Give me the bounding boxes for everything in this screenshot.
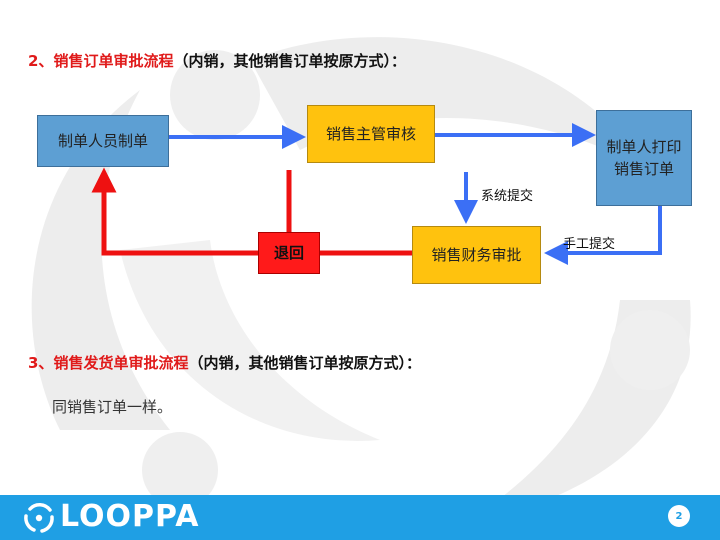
section-heading-sales-order: 2、销售订单审批流程（内销，其他销售订单按原方式）： <box>28 50 406 71</box>
node-label: 退回 <box>273 243 304 262</box>
node-staff-create-order: 制单人员制单 <box>37 115 169 167</box>
node-label-line2: 销售订单 <box>613 160 674 178</box>
section-note: （内销，其他销售订单按原方式）： <box>173 52 406 70</box>
node-supervisor-review: 销售主管审核 <box>307 105 435 163</box>
label-manual-submit: 手工提交 <box>563 237 616 252</box>
node-label-line1: 制单人打印 <box>606 137 682 156</box>
label-system-submit: 系统提交 <box>481 189 534 204</box>
logo-mark-icon <box>24 503 54 533</box>
section-note: （内销，其他销售订单按原方式）： <box>188 354 421 372</box>
logo-text: LOOPPA <box>60 499 200 534</box>
section-heading-delivery-order: 3、销售发货单审批流程（内销，其他销售订单按原方式）： <box>28 352 421 373</box>
section-number: 3、 <box>28 354 54 372</box>
node-label: 制单人员制单 <box>57 131 148 150</box>
arrow-print-to-finance <box>544 206 662 265</box>
node-label: 销售财务审批 <box>431 245 522 264</box>
node-print-order: 制单人打印销售订单 <box>596 110 692 206</box>
section-number: 2、 <box>28 52 54 70</box>
section-body: 同销售订单一样。 <box>52 398 173 416</box>
footer-bar: LOOPPA 2 <box>0 495 720 540</box>
section-title: 销售订单审批流程 <box>53 52 174 70</box>
node-finance-approval: 销售财务审批 <box>412 226 541 284</box>
page-number-badge: 2 <box>668 505 690 527</box>
node-reject: 退回 <box>258 232 320 274</box>
node-label: 制单人打印销售订单 <box>606 136 681 181</box>
node-label: 销售主管审核 <box>325 124 416 143</box>
section-title: 销售发货单审批流程 <box>53 354 189 372</box>
arrow-reject-to-staff <box>91 167 258 256</box>
